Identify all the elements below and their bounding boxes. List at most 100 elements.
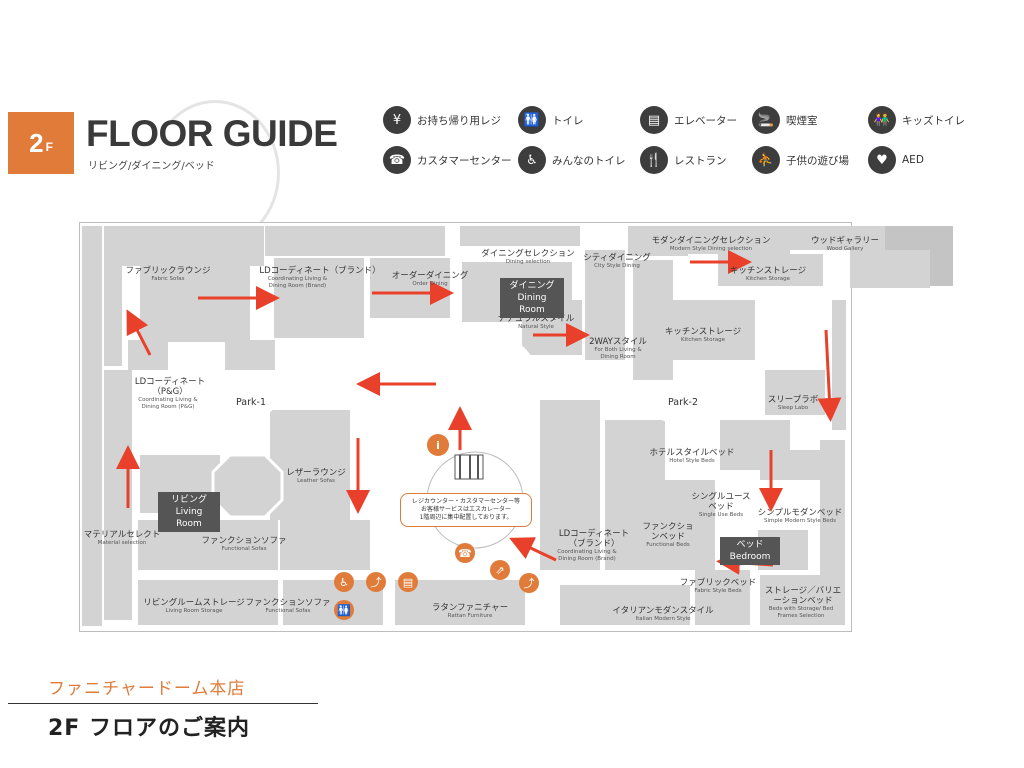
map-tile [765, 370, 825, 415]
park-2-area [645, 381, 735, 425]
service-notice: レジカウンター・カスタマーセンター等 お客様サービスはエスカレーター 1階周辺に… [400, 493, 532, 527]
page-subtitle: リビング/ダイニング/ベッド [88, 161, 215, 172]
smoking-icon: 🚬 [752, 106, 780, 134]
restaurant-icon: 🍴 [640, 146, 668, 174]
map-tile [560, 585, 690, 625]
restroom-icon: 🚻 [518, 106, 546, 134]
restroom-icon[interactable]: 🚻 [334, 600, 354, 620]
elevator-icon[interactable]: ▤ [398, 572, 418, 592]
map-tile [265, 226, 445, 256]
legend-item: ¥お持ち帰り用レジ [383, 106, 501, 134]
map-tile [540, 400, 600, 570]
footer-divider [8, 703, 318, 704]
map-tile [128, 340, 168, 370]
map-tile [270, 410, 350, 520]
map-tile [665, 300, 755, 360]
central-plaza [413, 330, 537, 420]
legend-item: ♥AED [868, 146, 924, 174]
map-tile [82, 226, 102, 626]
map-tile [283, 580, 383, 625]
park-1-area [197, 378, 277, 422]
map-tile [660, 226, 790, 254]
legend-item: 👫キッズトイレ [868, 106, 965, 134]
legend-item: ♿みんなのトイレ [518, 146, 626, 174]
accessible-restroom-icon[interactable]: ♿ [334, 572, 354, 592]
info-icon[interactable]: i [427, 434, 449, 456]
park-2-label: Park-2 [668, 397, 699, 408]
zone-label: LDコーディネート（ブランド）Coordinating Living & Din… [557, 529, 630, 562]
legend-item: ▤エレベーター [640, 106, 737, 134]
yen-icon: ¥ [383, 106, 411, 134]
map-tile [850, 250, 930, 288]
store-name: ファニチャードーム本店 [48, 679, 246, 699]
floor-guide-title: 2F フロアのご案内 [48, 716, 250, 741]
map-tile [395, 580, 525, 625]
legend-item: ⛹子供の遊び場 [752, 146, 849, 174]
map-tile [820, 440, 845, 590]
legend-item: ☎カスタマーセンター [383, 146, 512, 174]
map-tile [695, 570, 750, 625]
zone-label: LDコーディネート（ブランド）Coordinating Living & Din… [259, 266, 381, 289]
map-tile [138, 580, 278, 625]
map-tile [104, 226, 264, 266]
map-tile [225, 340, 275, 370]
zone-label: LDコーディネート（P&G）Coordinating Living & Dini… [134, 377, 206, 410]
legend-item: 🚬喫煙室 [752, 106, 818, 134]
aed-icon: ♥ [868, 146, 896, 174]
octagon-pillar [211, 453, 284, 519]
floor-suffix: F [45, 140, 53, 154]
flow-arrow [509, 537, 557, 562]
stairs-icon[interactable]: ⤴ [519, 573, 539, 593]
page-title: FLOOR GUIDE [86, 113, 338, 154]
legend-item: 🍴レストラン [640, 146, 727, 174]
kids-restroom-icon: 👫 [868, 106, 896, 134]
escalator-icon[interactable]: ⇗ [490, 560, 510, 580]
customer-center-icon[interactable]: ☎ [455, 543, 475, 563]
floor-number: 2 [29, 127, 44, 158]
map-tile [140, 262, 250, 342]
flow-arrow [817, 329, 842, 422]
park-1-label: Park-1 [236, 397, 267, 408]
map-tile [280, 520, 370, 570]
map-tile [274, 258, 364, 338]
elevator-icon: ▤ [640, 106, 668, 134]
map-tile [460, 226, 580, 246]
flow-arrows [116, 250, 842, 575]
map-tile [790, 226, 890, 250]
stairs-icon[interactable]: ⤴ [366, 572, 386, 592]
map-tile [104, 266, 122, 366]
kids-play-icon: ⛹ [752, 146, 780, 174]
customer-center-icon: ☎ [383, 146, 411, 174]
flow-arrow [126, 309, 152, 356]
map-tile [585, 250, 625, 360]
legend-item: 🚻トイレ [518, 106, 584, 134]
